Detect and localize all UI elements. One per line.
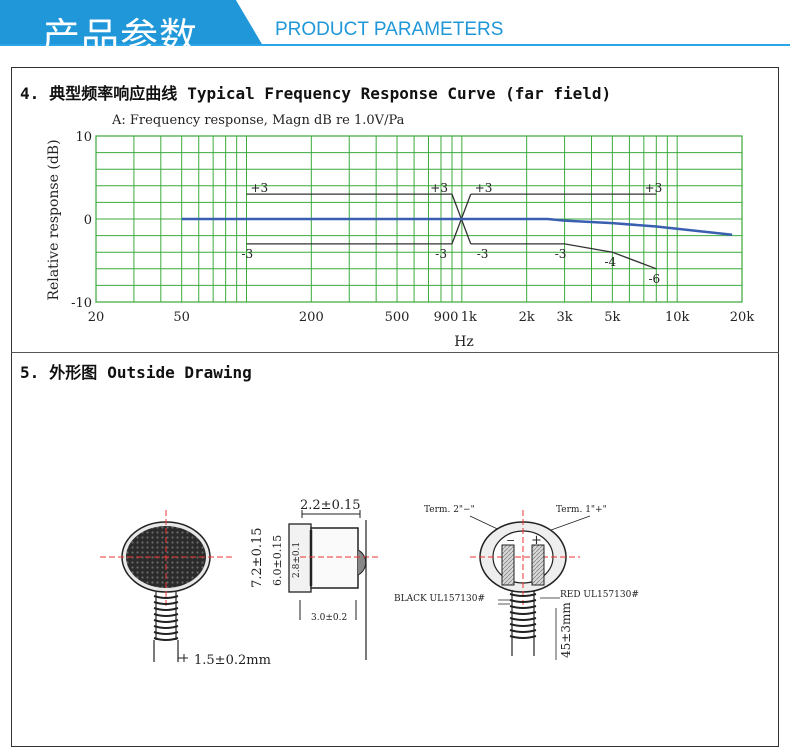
- chart-caption: A: Frequency response, Magn dB re 1.0V/P…: [111, 113, 405, 128]
- x-tick-label: 5k: [604, 310, 620, 325]
- tolerance-label: -3: [435, 247, 447, 261]
- side-view: 2.2±0.15 3.0±0.2 7.2±0.15 6.0±0.15 2.8±0…: [250, 498, 380, 660]
- minus-symbol: −: [506, 534, 515, 547]
- front-view: 1.5±0.2mm: [100, 510, 271, 668]
- page-title: 产品参数: [42, 15, 199, 59]
- tolerance-label: -3: [555, 247, 567, 261]
- y-tick-label: 0: [84, 213, 92, 228]
- x-tick-label: 3k: [557, 310, 573, 325]
- x-tick-label: 1k: [461, 310, 477, 325]
- inner-height-dimension: 6.0±0.15: [271, 535, 284, 586]
- section4-title: 4. 典型频率响应曲线 Typical Frequency Response Cur…: [20, 80, 621, 104]
- tolerance-label: -3: [477, 247, 489, 261]
- y-axis-label: Relative response (dB): [46, 139, 62, 300]
- section5-title-cn: 外形图: [49, 363, 98, 382]
- term2-label: Term. 2"−": [424, 505, 475, 515]
- limit-line: [246, 193, 472, 245]
- page-subtitle: PRODUCT PARAMETERS: [275, 19, 504, 40]
- section4-title-en: Typical Frequency Response Curve (far fi…: [187, 84, 612, 103]
- y-tick-label: 10: [75, 130, 92, 145]
- red-wire-label: RED UL157130#: [560, 590, 639, 600]
- section4-number: 4.: [20, 84, 40, 103]
- tolerance-label: +3: [251, 181, 269, 195]
- x-tick-label: 50: [173, 310, 190, 325]
- x-tick-label: 10k: [665, 310, 690, 325]
- x-tick-label: 200: [299, 310, 324, 325]
- x-tick-label: 20k: [730, 310, 755, 325]
- tolerance-label: -6: [648, 272, 660, 286]
- term1-label: Term. 1"+": [556, 505, 607, 515]
- banner-shape: [0, 0, 790, 46]
- tolerance-label: -3: [242, 247, 254, 261]
- lead-length-dimension: 45±3mm: [559, 602, 573, 658]
- x-tick-label: 900: [434, 310, 459, 325]
- section-divider: [11, 352, 779, 353]
- section4-title-cn: 典型频率响应曲线: [49, 84, 178, 103]
- frequency-response-chart: A: Frequency response, Magn dB re 1.0V/P…: [46, 113, 754, 350]
- limit-line: [246, 193, 472, 245]
- section5-title: 5. 外形图 Outside Drawing: [20, 359, 262, 383]
- tolerance-lines: [246, 193, 657, 270]
- y-tick-label: -10: [71, 296, 92, 311]
- section5-title-en: Outside Drawing: [107, 363, 252, 382]
- back-view: Term. 2"−" Term. 1"+" − + BLACK UL157130…: [394, 505, 639, 660]
- small-height-dimension: 2.8±0.1: [292, 542, 302, 578]
- tolerance-labels: +3 +3 +3 +3 -3 -3 -3 -3 -4 -6: [242, 181, 663, 286]
- chart-series: [181, 217, 733, 237]
- tolerance-label: +3: [645, 181, 663, 195]
- black-wire-label: BLACK UL157130#: [394, 594, 485, 604]
- width-dimension: 2.2±0.15: [300, 498, 361, 513]
- tolerance-label: +3: [475, 181, 493, 195]
- x-tick-label: 500: [385, 310, 410, 325]
- section5-number: 5.: [20, 363, 40, 382]
- plus-symbol: +: [531, 533, 542, 548]
- pin-dimension: 1.5±0.2mm: [194, 653, 271, 668]
- x-tick-label: 2k: [519, 310, 535, 325]
- limit-line: [470, 243, 657, 270]
- x-tick-label: 20: [88, 310, 105, 325]
- tolerance-label: -4: [605, 255, 617, 269]
- x-axis-label: Hz: [454, 334, 474, 350]
- response-curve: [181, 217, 733, 237]
- depth-dimension: 3.0±0.2: [311, 613, 347, 623]
- tolerance-label: +3: [430, 181, 448, 195]
- outer-height-dimension: 7.2±0.15: [250, 527, 265, 588]
- header-banner: 产品参数 PRODUCT PARAMETERS: [0, 0, 790, 62]
